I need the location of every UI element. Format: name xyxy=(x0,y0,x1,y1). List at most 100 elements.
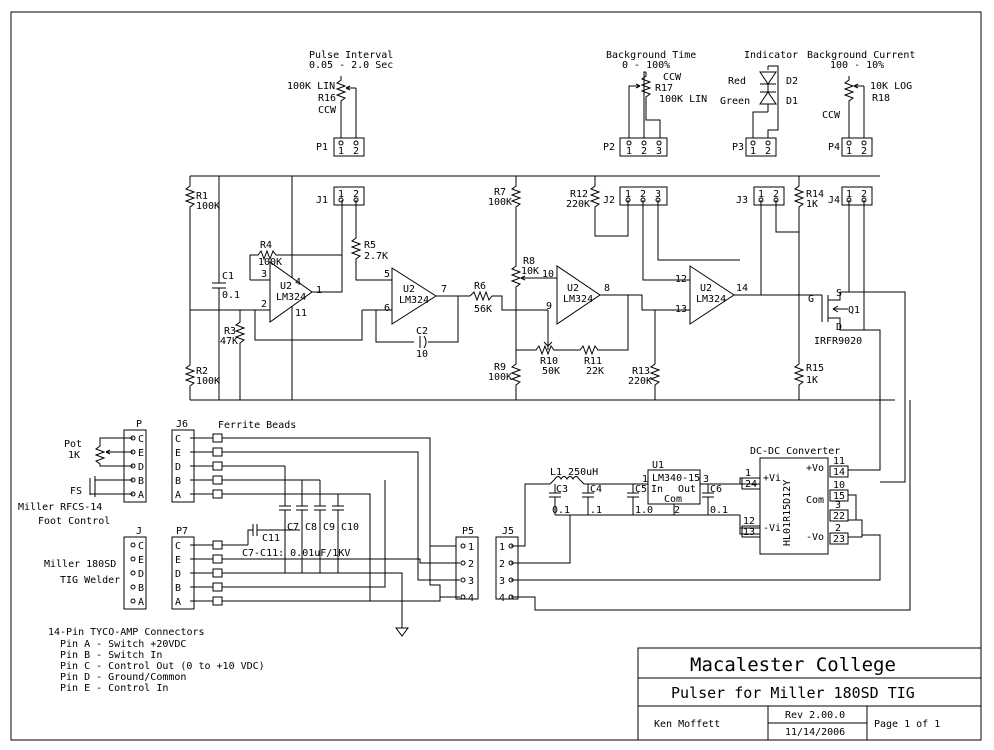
background-time-title: Background Time xyxy=(606,50,696,61)
u1-com: Com xyxy=(664,494,682,505)
j6-label: J6 xyxy=(176,419,188,430)
c6-val: 0.1 xyxy=(710,505,728,516)
p2-connector xyxy=(619,137,668,157)
c10-ref: C10 xyxy=(341,522,359,533)
r13-ref: R13 xyxy=(632,366,650,377)
dcdc-pin14: 14 xyxy=(833,467,845,478)
r7-r8-r9-chain xyxy=(510,176,522,400)
u2a-pin2: 2 xyxy=(261,299,267,310)
fs-label: FS xyxy=(70,486,82,497)
tyco-pin-e: Pin E - Control In xyxy=(60,683,168,694)
p4-label: P4 xyxy=(828,142,840,153)
dcdc-pin22-box xyxy=(829,509,849,522)
d2-label: D2 xyxy=(786,76,798,87)
r18-ccw: CCW xyxy=(822,110,841,121)
r6-resistor xyxy=(469,290,548,311)
pulse-interval-title: Pulse Interval xyxy=(309,50,393,61)
q1-mosfet xyxy=(821,291,906,483)
u2b-pin5: 5 xyxy=(384,269,390,280)
p4-connector xyxy=(841,137,873,157)
revision: Rev 2.00.0 xyxy=(785,710,845,721)
background-time-range: 0 - 100% xyxy=(622,60,670,71)
j3-wiring xyxy=(760,200,799,295)
r17-wire xyxy=(643,71,646,138)
j5-pin2: 2 xyxy=(499,559,505,570)
u2a-pin3: 3 xyxy=(261,269,267,280)
p3-label: P3 xyxy=(732,142,744,153)
u2c-pin8: 8 xyxy=(604,283,610,294)
u2a-pin1: 1 xyxy=(316,285,322,296)
j2-wiring xyxy=(642,200,740,281)
u1-ref: U1 xyxy=(652,460,664,471)
ferrite-label: Ferrite Beads xyxy=(218,420,296,431)
c3-ref: C3 xyxy=(556,484,568,495)
p-pin-e: E xyxy=(138,448,144,459)
p2-label: P2 xyxy=(603,142,615,153)
j3-connector xyxy=(753,186,785,206)
r12-resistor xyxy=(589,176,629,237)
j-pin-c: C xyxy=(138,541,144,552)
tyco-pin-a: Pin A - Switch +20VDC xyxy=(60,639,186,650)
r7-ref: R7 xyxy=(494,187,506,198)
j-pin-d: D xyxy=(138,569,144,580)
p1-connector xyxy=(333,137,365,157)
r18-label: R18 xyxy=(872,93,890,104)
dcdc-output-wiring xyxy=(848,469,880,538)
l1-label: L1 250uH xyxy=(550,467,598,478)
r1-r2-divider xyxy=(184,176,196,400)
j6-pin-e: E xyxy=(175,448,181,459)
r4-resistor xyxy=(249,249,342,262)
c5-val: 1.0 xyxy=(635,505,653,516)
lower-wiring xyxy=(222,437,460,622)
r16-ccw: CCW xyxy=(318,105,337,116)
p7-pin-e: E xyxy=(175,555,181,566)
cap-note: C7-C11: 0.01uF/1KV xyxy=(242,548,350,559)
r1-val: 100K xyxy=(196,201,220,212)
j1-pin2: 2 xyxy=(353,189,359,200)
dcdc-pin13-box xyxy=(741,525,761,538)
r11-val: 22K xyxy=(586,366,604,377)
j6-pin-c: C xyxy=(175,434,181,445)
j-pin-e: E xyxy=(138,555,144,566)
tyco-title: 14-Pin TYCO-AMP Connectors xyxy=(48,627,205,638)
dcdc-com: Com xyxy=(806,495,824,506)
r15-ref: R15 xyxy=(806,363,824,374)
r11-ref: R11 xyxy=(584,356,602,367)
date: 11/14/2006 xyxy=(785,727,845,738)
r6-ref: R6 xyxy=(474,281,486,292)
r5-val: 2.7K xyxy=(364,251,388,262)
r2-val: 100K xyxy=(196,376,220,387)
dcdc-pin11: 11 xyxy=(833,456,845,467)
c11-ref: C11 xyxy=(262,533,280,544)
u2a-type: LM324 xyxy=(276,292,306,303)
p1-pin1: 1 xyxy=(338,146,344,157)
dcdc-pin13: 13 xyxy=(743,527,755,538)
p1-label: P1 xyxy=(316,142,328,153)
c11-capacitor xyxy=(247,524,300,545)
u2b-wiring xyxy=(362,295,470,349)
dcdc-pin24: 24 xyxy=(745,479,757,490)
foot-pot xyxy=(94,437,133,467)
j2-pin2: 2 xyxy=(640,189,646,200)
p3-pin2: 2 xyxy=(765,146,771,157)
supply-wiring xyxy=(511,400,911,611)
r3-val: 47K xyxy=(220,336,238,347)
r13-val: 220K xyxy=(628,376,652,387)
r15-val: 1K xyxy=(806,375,818,386)
j5-label: J5 xyxy=(502,526,514,537)
sheet-border xyxy=(10,11,982,741)
p-pin-c: C xyxy=(138,434,144,445)
j1-connector xyxy=(333,186,365,206)
u2d-ref: U2 xyxy=(700,283,712,294)
r14-ref: R14 xyxy=(806,189,824,200)
r12-val: 220K xyxy=(566,199,590,210)
c7-ref: C7 xyxy=(287,522,299,533)
r12-ref: R12 xyxy=(570,189,588,200)
u2a-pin4: 4 xyxy=(295,277,301,288)
u2c-opamp xyxy=(556,265,601,325)
r1-ref: R1 xyxy=(196,191,208,202)
j-pin-b: B xyxy=(138,583,144,594)
miller-rfcs-label: Miller RFCS-14 xyxy=(18,502,102,513)
background-current-range: 100 - 10% xyxy=(830,60,884,71)
